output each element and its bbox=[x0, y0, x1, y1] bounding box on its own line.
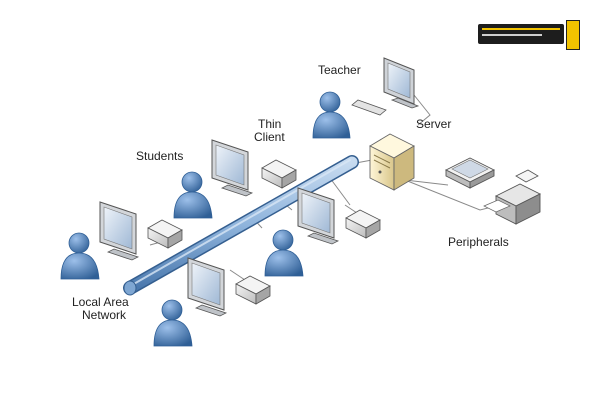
student-person-1 bbox=[173, 171, 213, 219]
student-person-4 bbox=[153, 299, 193, 347]
printer-icon bbox=[483, 169, 542, 225]
label-thin-client-line1: Thin bbox=[258, 117, 282, 131]
watermark-logo bbox=[478, 18, 580, 52]
label-server: Server bbox=[416, 117, 452, 131]
thin-client-box-icon bbox=[235, 275, 271, 305]
thin-client-box-icon bbox=[261, 159, 297, 189]
thin-client-station-2 bbox=[297, 187, 381, 245]
thin-client-station-3 bbox=[99, 201, 183, 261]
teacher-monitor bbox=[383, 57, 420, 109]
label-lan-line1: Local Area bbox=[72, 295, 129, 309]
label-lan-line2: Network bbox=[82, 308, 127, 322]
student-person-3 bbox=[264, 229, 304, 277]
label-teacher: Teacher bbox=[318, 63, 361, 77]
lan-cable bbox=[123, 155, 359, 296]
label-peripherals: Peripherals bbox=[448, 235, 509, 249]
server-tower-icon bbox=[369, 133, 415, 191]
student-person-2 bbox=[60, 232, 100, 280]
label-thin-client-line2: Client bbox=[254, 130, 285, 144]
label-students: Students bbox=[136, 149, 184, 163]
thin-client-station-1 bbox=[211, 139, 297, 197]
teacher-person bbox=[312, 91, 351, 139]
keyboard-icon bbox=[351, 99, 387, 116]
thin-client-station-4 bbox=[187, 257, 271, 317]
thin-client-box-icon bbox=[147, 219, 183, 249]
thin-client-box-icon bbox=[345, 209, 381, 239]
scanner-icon bbox=[444, 157, 496, 189]
